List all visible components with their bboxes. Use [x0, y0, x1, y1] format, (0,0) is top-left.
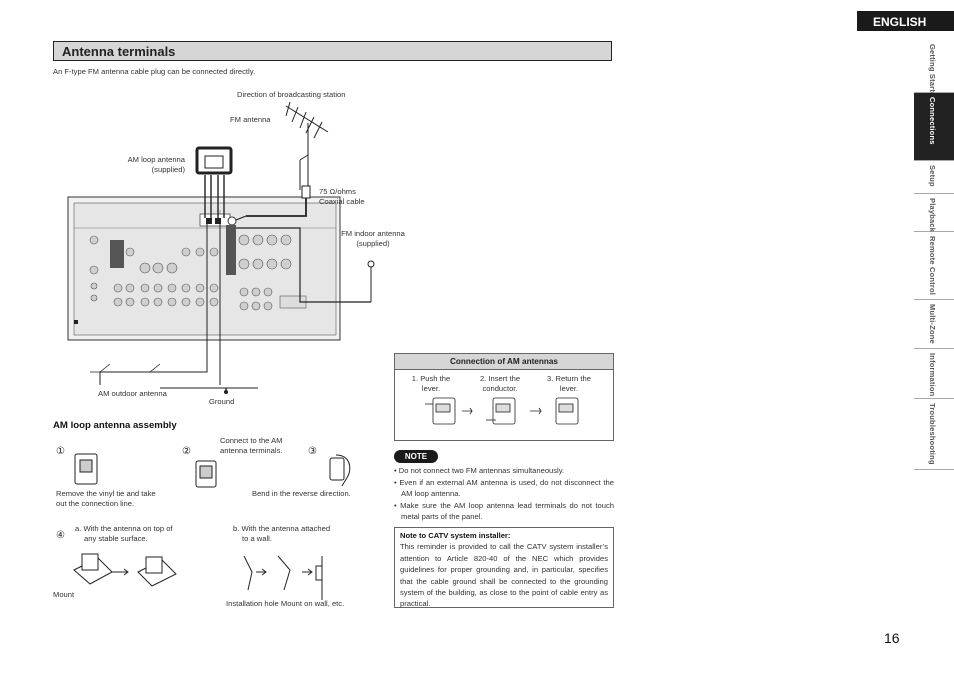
am-step-line: conductor.: [482, 384, 518, 393]
option-a-line: a. With the antenna on top of: [75, 524, 173, 533]
option-a-label: a. With the antenna on top of any stable…: [75, 524, 173, 544]
catv-title: Note to CATV system installer:: [400, 531, 511, 540]
connect-label: Connect to the AM antenna terminals.: [220, 436, 282, 456]
am-step-line: 2. Insert the: [479, 374, 521, 383]
option-b-label: b. With the antenna attached to a wall.: [233, 524, 330, 544]
ground-label: Ground: [209, 397, 235, 406]
coax-label: 75 Ω/ohms Coaxial cable: [319, 187, 365, 207]
side-nav-item-setup[interactable]: Setup: [914, 161, 954, 194]
side-nav-label: Multi-Zone: [928, 304, 937, 344]
coax-label-line: 75 Ω/ohms: [319, 187, 356, 196]
coax-label-line: Coaxial cable: [319, 197, 365, 206]
side-nav-label: Information: [928, 353, 937, 397]
am-outdoor-label: AM outdoor antenna: [98, 389, 167, 398]
side-nav-item-troubleshooting[interactable]: Troubleshooting: [914, 399, 954, 470]
connect-label-line: Connect to the AM: [220, 436, 283, 445]
language-tab: ENGLISH: [857, 11, 954, 31]
fm-indoor-label-line: (supplied): [356, 239, 390, 248]
fm-antenna-label: FM antenna: [230, 115, 271, 124]
fm-indoor-label: FM indoor antenna (supplied): [334, 229, 412, 249]
step-marker-4: ④: [56, 530, 65, 541]
side-nav-label: Setup: [928, 165, 937, 187]
side-nav-item-getting-started[interactable]: Getting Started: [914, 40, 954, 101]
mount-label: Mount: [53, 590, 75, 599]
am-loop-label-line: AM loop antenna: [127, 155, 185, 164]
fm-indoor-antenna-illustration: [236, 227, 375, 303]
step-marker-3: ③: [308, 446, 317, 457]
fm-antenna-illustration: [285, 101, 329, 190]
am-connection-box: Connection of AM antennas 1. Push the le…: [394, 353, 614, 441]
step-marker-1: ①: [56, 446, 65, 457]
am-terminal-step-illustrations: [425, 397, 579, 425]
section-title: Antenna terminals: [53, 41, 612, 61]
remove-label-line: Remove the vinyl tie and take: [56, 489, 156, 498]
side-nav-item-information[interactable]: Information: [914, 349, 954, 399]
am-step-1: 1. Push the lever.: [405, 374, 457, 394]
am-step-line: 1. Push the: [411, 374, 451, 383]
am-step-line: 3. Return the: [547, 374, 591, 383]
bend-label: Bend in the reverse direction.: [252, 489, 351, 498]
intro-text: An F-type FM antenna cable plug can be c…: [53, 67, 256, 76]
option-a-line: any stable surface.: [84, 534, 148, 543]
option-b-line: to a wall.: [242, 534, 272, 543]
side-nav-label: Playback: [928, 198, 937, 233]
assembly-heading: AM loop antenna assembly: [53, 420, 177, 431]
fm-indoor-label-line: FM indoor antenna: [341, 229, 405, 238]
connect-label-line: antenna terminals.: [220, 446, 283, 455]
note-item: • Do not connect two FM antennas simulta…: [394, 466, 565, 475]
am-step-3: 3. Return the lever.: [541, 374, 597, 394]
side-nav-label: Troubleshooting: [928, 403, 937, 465]
remove-label: Remove the vinyl tie and take out the co…: [56, 489, 156, 509]
receiver-rear-panel-illustration: [67, 196, 341, 341]
note-item: • Make sure the AM loop antenna lead ter…: [394, 500, 614, 522]
remove-label-line: out the connection line.: [56, 499, 135, 508]
am-step-2: 2. Insert the conductor.: [471, 374, 529, 394]
note-badge: NOTE: [394, 450, 438, 463]
direction-label: Direction of broadcasting station: [237, 90, 346, 99]
side-nav-item-playback[interactable]: Playback: [914, 194, 954, 232]
option-b-line: b. With the antenna attached: [233, 524, 331, 533]
note-list: • Do not connect two FM antennas simulta…: [394, 465, 614, 523]
side-nav-label: Getting Started: [928, 44, 937, 102]
am-connection-title: Connection of AM antennas: [395, 354, 613, 370]
side-nav-item-remote-control[interactable]: Remote Control: [914, 232, 954, 300]
note-item: • Even if an external AM antenna is used…: [394, 477, 614, 499]
am-loop-assembly-illustrations: [73, 453, 351, 600]
step-marker-2: ②: [182, 446, 191, 457]
catv-note-box: Note to CATV system installer: This remi…: [394, 527, 614, 608]
side-nav-item-connections[interactable]: Connections: [914, 93, 954, 161]
installation-label: Installation hole Mount on wall, etc.: [226, 599, 345, 608]
side-nav: Getting Started Connections Setup Playba…: [914, 40, 954, 470]
am-step-line: lever.: [421, 384, 441, 393]
side-nav-label: Remote Control: [928, 236, 937, 296]
catv-body: This reminder is provided to call the CA…: [400, 542, 608, 609]
side-nav-item-multi-zone[interactable]: Multi-Zone: [914, 300, 954, 349]
am-step-line: lever.: [559, 384, 579, 393]
page-number: 16: [884, 630, 900, 646]
am-loop-antenna-illustration: [195, 146, 233, 218]
am-loop-label: AM loop antenna (supplied): [118, 155, 185, 175]
am-loop-label-line: (supplied): [151, 165, 185, 174]
side-nav-label: Connections: [928, 97, 937, 145]
